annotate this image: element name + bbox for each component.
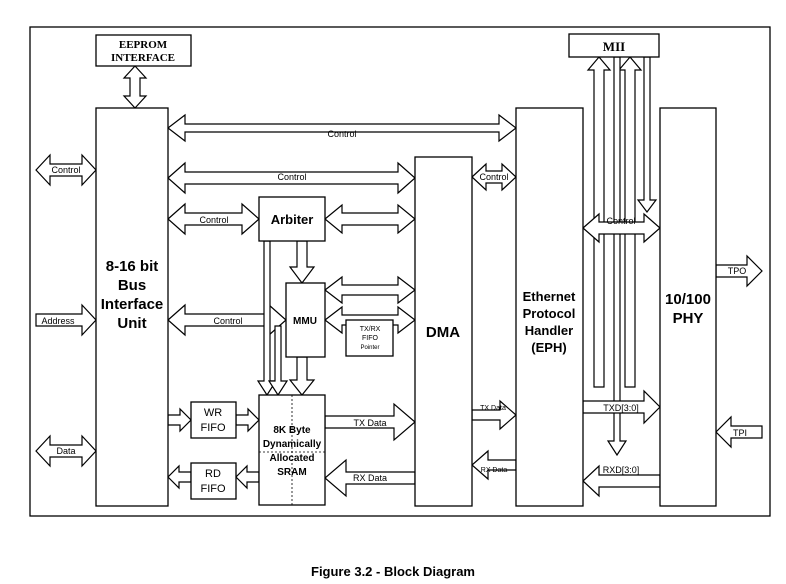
rd-fifo-to-bus-arrow — [167, 464, 192, 490]
mii-rxd-arrow-2 — [636, 56, 658, 213]
phy-block — [659, 107, 717, 507]
fifo-pointer-line-1: TX/RX — [360, 326, 381, 333]
eeprom-bus-arrow — [122, 65, 148, 109]
address-arrow — [35, 303, 97, 337]
dma-label: DMA — [426, 324, 460, 341]
bus-line-1: 8-16 bit — [106, 258, 159, 275]
rx-data-label-2: RX Data — [481, 467, 508, 474]
eeprom-title: EEPROM — [119, 39, 168, 51]
eph-line-4: (EPH) — [531, 340, 566, 355]
sram-line-4: SRAM — [277, 467, 306, 478]
rxd-label: RXD[3:0] — [603, 465, 640, 475]
control-label-4: Control — [199, 215, 228, 225]
control-label-5: Control — [213, 316, 242, 326]
tpi-label: TPI — [733, 428, 747, 438]
dma-block — [414, 156, 473, 507]
arbiter-dma-arrow — [324, 203, 416, 235]
txd-label: TXD[3:0] — [603, 403, 639, 413]
phy-line-2: PHY — [673, 310, 704, 327]
arbiter-block — [258, 196, 326, 242]
control-to-sram-arrow — [267, 325, 289, 397]
eph-line-2: Protocol — [523, 306, 576, 321]
tpi-arrow — [715, 415, 763, 449]
eph-block — [515, 107, 584, 507]
arbiter-to-mmu-arrow — [288, 240, 316, 284]
rd-fifo-line-1: RD — [205, 468, 221, 480]
diagram-frame — [29, 26, 771, 517]
rx-data-eph-dma-arrow — [471, 449, 517, 481]
address-label: Address — [41, 316, 75, 326]
wr-fifo-block — [190, 401, 237, 439]
arbiter-to-sram-arrow-1 — [256, 240, 278, 397]
bus-line-3: Interface — [101, 296, 164, 313]
sram-line-3: Allocated — [269, 453, 314, 464]
control-label-3: Control — [479, 172, 508, 182]
tx-data-label-2: TX Data — [480, 405, 506, 412]
eph-line-3: Handler — [525, 323, 573, 338]
sram-line-1: 8K Byte — [273, 425, 311, 436]
wr-fifo-line-1: WR — [204, 407, 222, 419]
eeprom-interface-block — [95, 34, 192, 67]
mii-block — [568, 33, 660, 58]
control-label-2: Control — [277, 172, 306, 182]
sram-line-2: Dynamically — [263, 439, 322, 450]
tx-data-arrow — [324, 402, 416, 442]
rx-data-label: RX Data — [353, 473, 387, 483]
control-label-6: Control — [606, 216, 635, 226]
bus-line-4: Unit — [117, 315, 146, 332]
rd-fifo-block — [190, 462, 237, 500]
figure-caption: Figure 3.2 - Block Diagram — [311, 564, 475, 579]
bus-interface-unit-block — [95, 107, 169, 507]
phy-line-1: 10/100 — [665, 291, 711, 308]
mmu-label: MMU — [293, 316, 317, 327]
fifo-pointer-line-3: Pointer — [360, 345, 379, 351]
mmu-block — [285, 282, 326, 358]
rd-fifo-line-2: FIFO — [200, 483, 225, 495]
control-label-ext: Control — [51, 165, 80, 175]
mii-label: MII — [603, 39, 625, 54]
wr-fifo-to-sram-arrow — [235, 407, 260, 433]
control-label-1: Control — [327, 129, 356, 139]
tpo-arrow — [715, 254, 763, 288]
data-label: Data — [56, 446, 75, 456]
eph-line-1: Ethernet — [523, 289, 576, 304]
sram-to-rd-fifo-arrow — [235, 464, 260, 490]
mmu-dma-arrow-upper — [324, 275, 416, 305]
rx-data-arrow — [324, 458, 416, 498]
tx-data-dma-eph-arrow — [471, 399, 517, 431]
bus-line-2: Bus — [118, 277, 146, 294]
tx-data-label: TX Data — [353, 418, 386, 428]
mmu-to-sram-arrow — [288, 356, 316, 396]
eeprom-subtitle: INTERFACE — [111, 52, 175, 64]
arbiter-label: Arbiter — [271, 212, 314, 227]
tpo-label: TPO — [728, 266, 747, 276]
wr-fifo-line-2: FIFO — [200, 422, 225, 434]
fifo-pointer-line-2: FIFO — [362, 335, 378, 342]
rxd-arrow — [582, 464, 661, 498]
mii-rxd-arrow-1 — [606, 56, 628, 457]
fifo-pointer-block — [345, 319, 394, 357]
bus-to-wr-fifo-arrow — [167, 407, 192, 433]
txd-arrow — [582, 389, 661, 425]
